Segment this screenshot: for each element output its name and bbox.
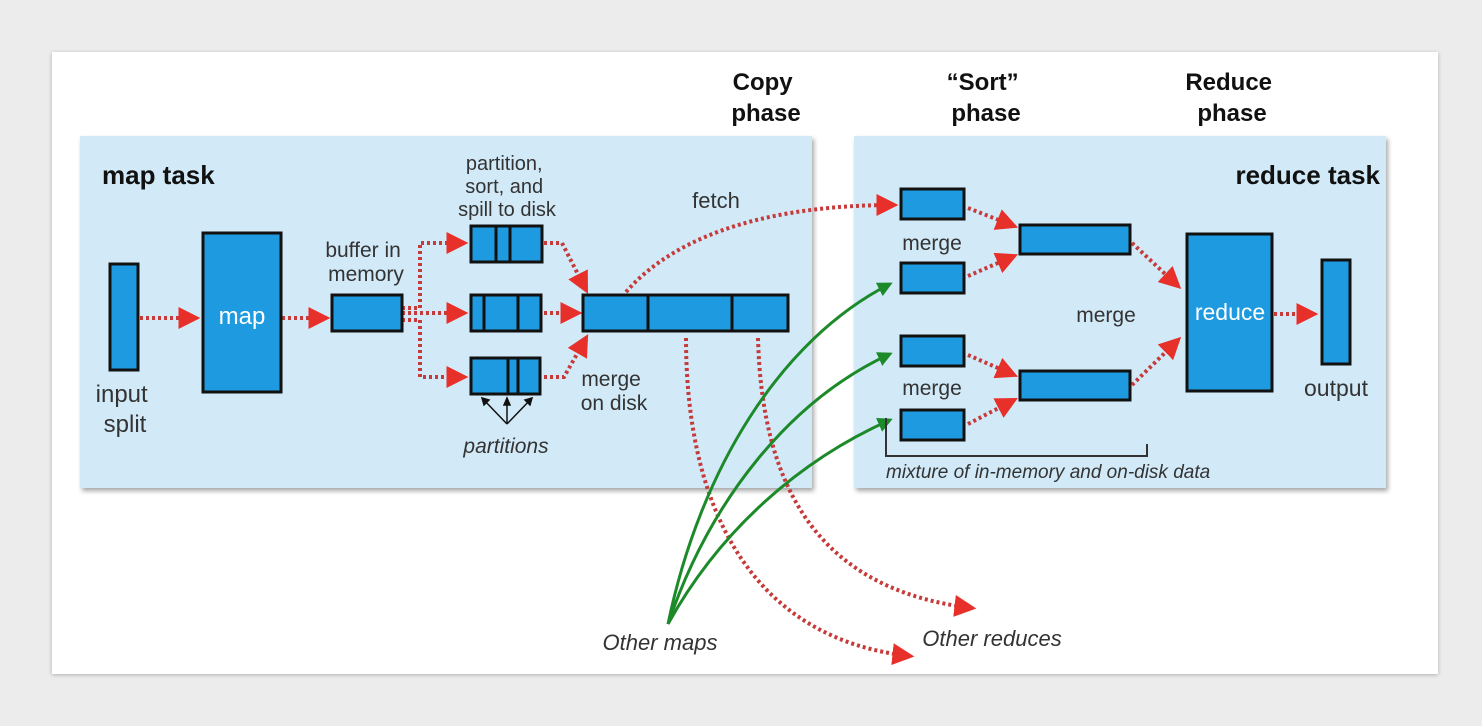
merge-label-bottom: merge: [902, 377, 962, 400]
reduce-task-title: reduce task: [1235, 160, 1380, 190]
spill-file-top: [469, 224, 544, 264]
input-split-box: [108, 262, 140, 372]
arrow-merge3-to-mid2: [967, 353, 1019, 379]
arrow-merge4-to-mid2: [967, 397, 1018, 426]
other-maps-arrows: [666, 282, 893, 625]
green-arrow-3: [666, 418, 893, 625]
other-reduces-label: Other reduces: [922, 626, 1061, 651]
arrow-to-other-reduces-1: [684, 337, 915, 666]
mixture-label: mixture of in-memory and on-disk data: [886, 462, 1210, 483]
arrow-to-other-reduces-2: [756, 337, 977, 617]
arrow-mid2-to-reduce: [1130, 336, 1182, 387]
merged-segment-2: [1018, 369, 1132, 402]
partitions-pointer: [480, 396, 534, 425]
fetched-segment-1: [899, 187, 966, 221]
arrow-merge1-to-mid1: [967, 206, 1019, 230]
map-task-title: map task: [102, 160, 215, 190]
spill-label: partition, sort, and spill to disk: [458, 153, 557, 221]
arrow-spill-bottom-to-merge: [544, 334, 589, 379]
buffer-label: buffer in memory: [325, 239, 406, 286]
reduce-box: [1185, 232, 1274, 393]
map-label: map: [219, 303, 266, 330]
reduce-label: reduce: [1195, 299, 1265, 325]
output-box: [1320, 258, 1352, 366]
other-maps-label: Other maps: [603, 630, 718, 655]
fetched-segment-4: [899, 408, 966, 442]
input-split-label: input split: [96, 381, 155, 438]
merge-label-mid: merge: [1076, 304, 1136, 327]
partitions-label: partitions: [462, 435, 549, 458]
data-flow-arrows: [140, 194, 1319, 666]
arrow-buffer-to-spill-bottom: [402, 318, 469, 388]
fetch-label: fetch: [692, 188, 740, 213]
spill-file-bottom: [469, 356, 542, 396]
merge-on-disk-label: merge on disk: [581, 368, 648, 415]
partition-dividers: [482, 226, 734, 394]
arrow-merge2-to-mid1: [967, 252, 1019, 278]
reduce-phase-label: Reduce phase: [1185, 69, 1278, 127]
merge-label-top: merge: [902, 232, 962, 255]
buffer-box: [330, 293, 404, 333]
arrow-buffer-to-spill-top: [402, 232, 469, 310]
fetched-segment-2: [899, 261, 966, 295]
spill-file-mid: [469, 293, 543, 333]
output-label: output: [1304, 375, 1369, 401]
copy-phase-label: Copy phase: [731, 69, 800, 127]
sort-phase-label: “Sort” phase: [947, 69, 1026, 127]
arrow-spill-top-to-merge: [544, 241, 589, 294]
merged-map-output: [581, 293, 790, 333]
fetched-segment-3: [899, 334, 966, 368]
map-box: [201, 231, 283, 394]
merged-segment-1: [1018, 223, 1132, 256]
mixture-bracket: [885, 418, 1148, 457]
green-arrow-1: [666, 282, 893, 625]
green-arrow-2: [666, 352, 893, 625]
arrow-fetch: [624, 194, 899, 294]
arrow-mid1-to-reduce: [1130, 241, 1182, 290]
